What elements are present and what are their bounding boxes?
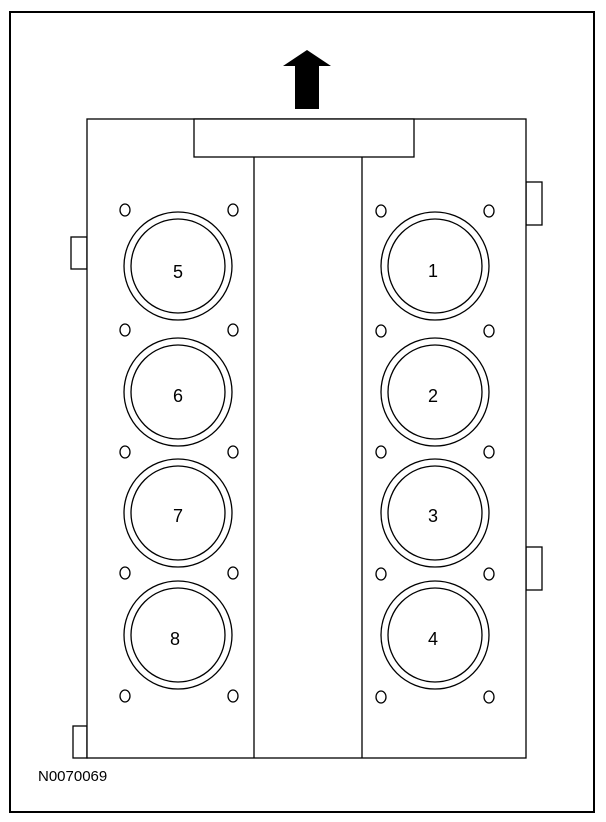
cylinder-label-2: 2 [428, 386, 438, 406]
right-bank-tab-lower [525, 546, 543, 591]
cylinder-label-3: 3 [428, 506, 438, 526]
left-bank-tab-lower [72, 725, 88, 759]
cylinder-label-6: 6 [173, 386, 183, 406]
figure-code: N0070069 [38, 768, 107, 785]
engine-block-outline [86, 118, 527, 759]
left-bank-tab-upper [70, 236, 88, 270]
right-bank [380, 211, 490, 690]
left-bank [123, 211, 233, 690]
front-cover-plate [193, 118, 415, 158]
cylinder-label-5: 5 [173, 262, 183, 282]
front-arrow-icon [283, 50, 331, 109]
right-bank-tab-upper [525, 181, 543, 226]
cylinder-label-4: 4 [428, 629, 438, 649]
cylinder-label-7: 7 [173, 506, 183, 526]
head-bolt-holes [119, 203, 495, 704]
cylinder-label-1: 1 [428, 261, 438, 281]
cylinder-label-8: 8 [170, 629, 180, 649]
